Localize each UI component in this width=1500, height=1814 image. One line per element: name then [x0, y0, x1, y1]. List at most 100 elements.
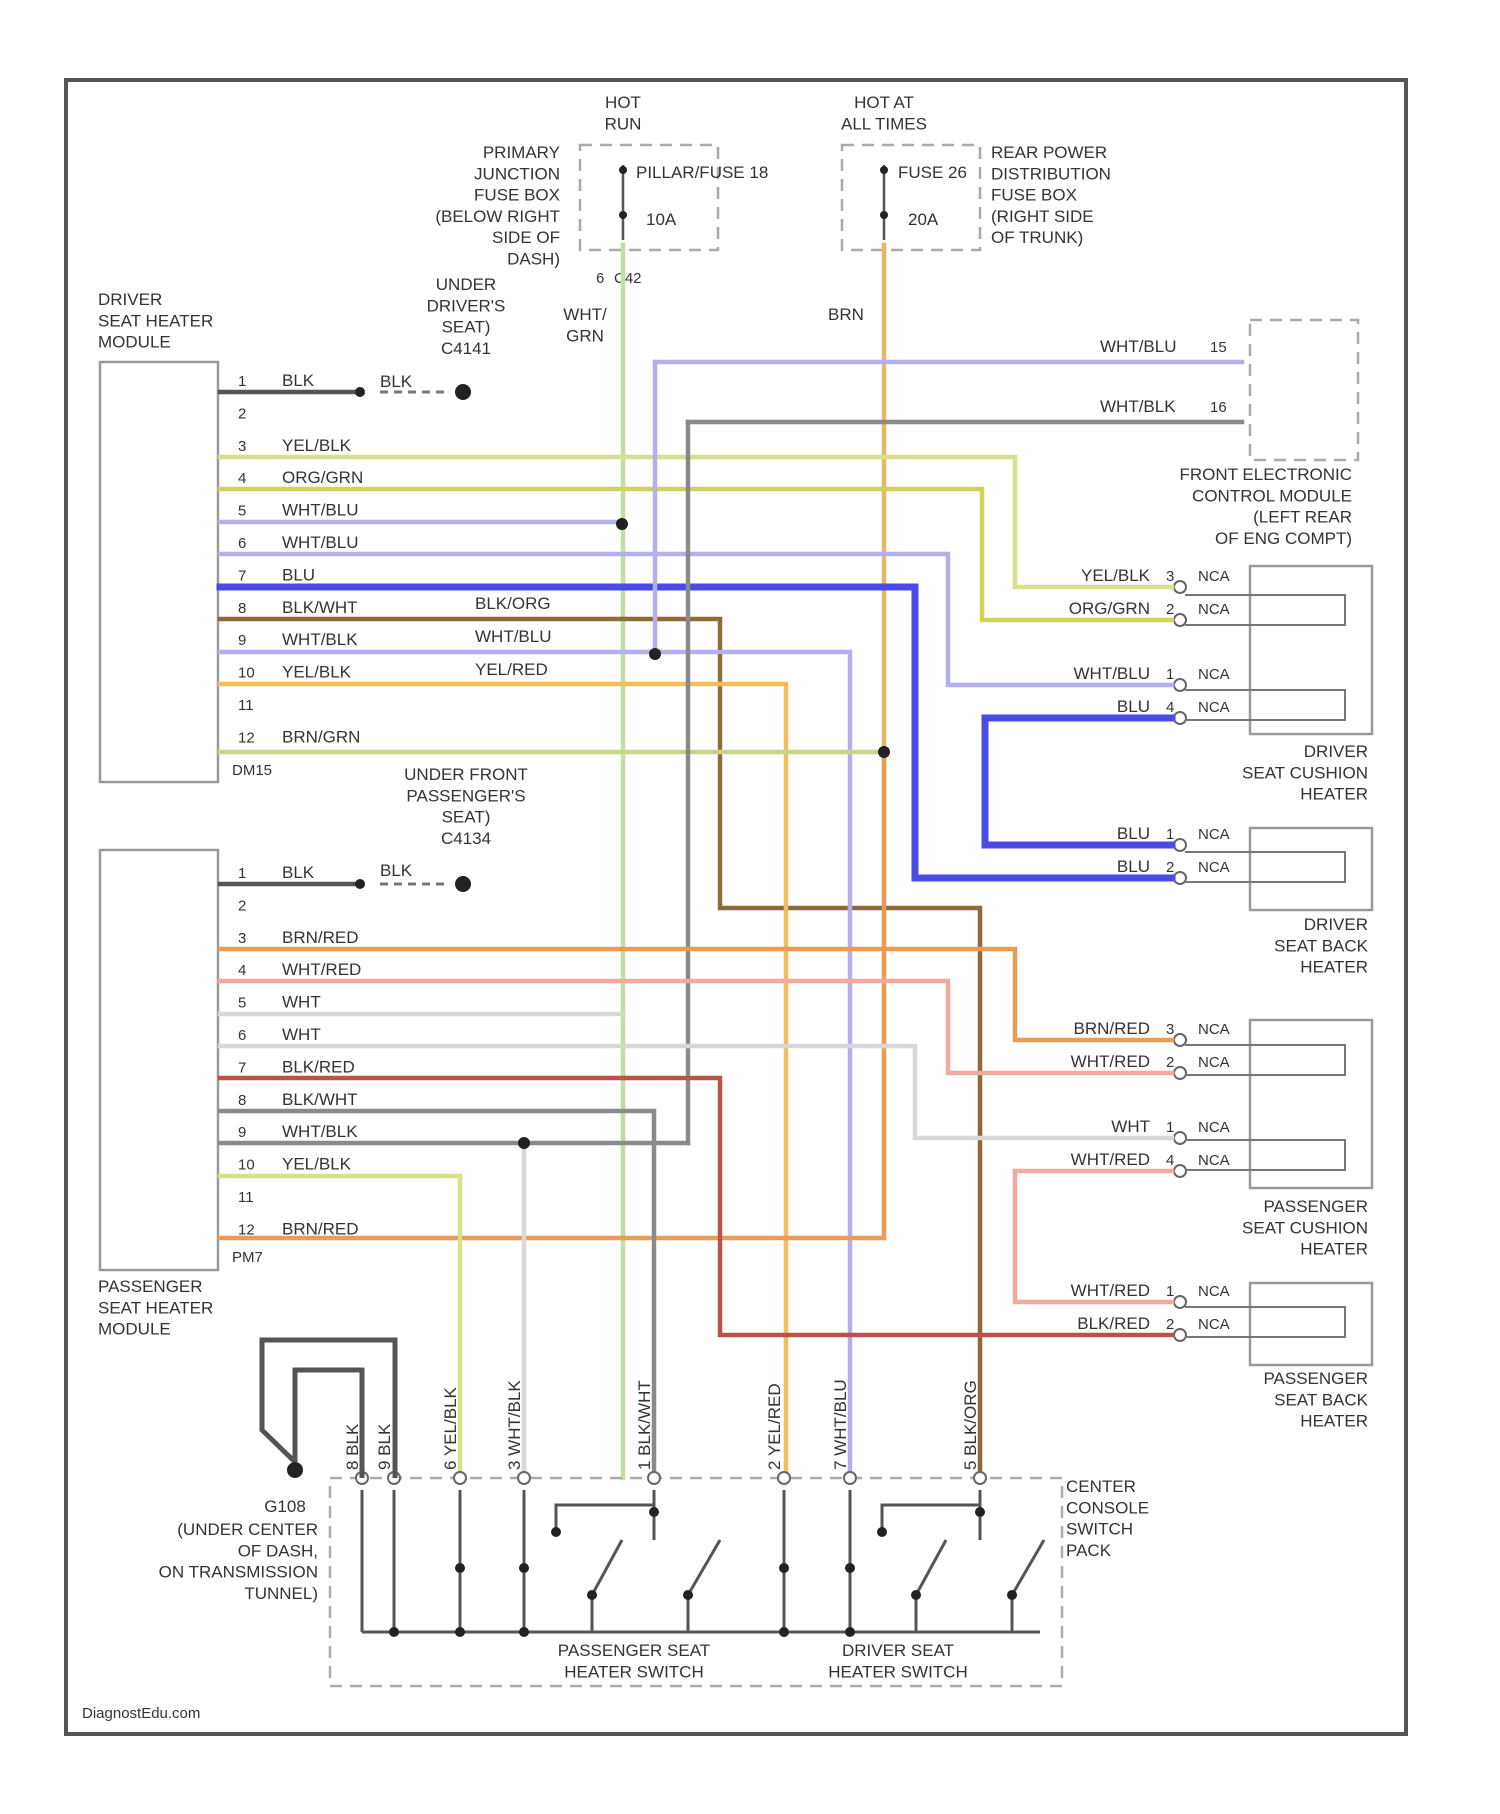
- driver-ground-splice: [355, 387, 365, 397]
- driver-back-row-1-pin: 2: [1166, 859, 1174, 876]
- driver-cushion-row-1-wire: ORG/GRN: [1069, 599, 1150, 618]
- switch-pin-7-terminal: [974, 1472, 986, 1484]
- switch-pin-3-terminal: [518, 1472, 530, 1484]
- driver-seat-heater-switch-label: DRIVER SEATHEATER SWITCH: [828, 1641, 967, 1681]
- driver-pin-6: 6: [238, 535, 246, 552]
- driver-module-connector: DM15: [232, 762, 272, 779]
- switch-pin-7-label: 5 BLK/ORG: [961, 1380, 980, 1470]
- passenger-pin-9-wire: WHT/BLK: [282, 1122, 358, 1141]
- driver-back-heater-title: DRIVERSEAT BACKHEATER: [1274, 915, 1369, 977]
- driver-back-row-0-wire: BLU: [1117, 824, 1150, 843]
- passenger-back-row-1-terminal: [1174, 1329, 1186, 1341]
- passenger-pin-6: 6: [238, 1027, 246, 1044]
- passenger-cushion-row-0-pin: 3: [1166, 1021, 1174, 1038]
- driver-cushion-row-1-conn: NCA: [1198, 601, 1230, 618]
- driver-cushion-row-2-pin: 1: [1166, 666, 1174, 683]
- switch-pack-pin-labels: 8 BLK9 BLK6 YEL/BLK3 WHT/BLK1 BLK/WHT2 Y…: [343, 1379, 986, 1484]
- passenger-cushion-row-3-conn: NCA: [1198, 1152, 1230, 1169]
- driver-ground-icon: [455, 384, 471, 400]
- passenger-back-row-0-terminal: [1174, 1296, 1186, 1308]
- primary-junction-label: PRIMARYJUNCTIONFUSE BOX(BELOW RIGHTSIDE …: [435, 143, 560, 268]
- driver-pin-12: 12: [238, 729, 255, 746]
- driver-pin-10-wire: YEL/BLK: [282, 663, 352, 682]
- passenger-back-row-0-conn: NCA: [1198, 1283, 1230, 1300]
- g108-label: G108: [264, 1497, 306, 1516]
- rear-fuse-box: [842, 145, 980, 250]
- blk-org-wire-label: BLK/ORG: [475, 594, 551, 613]
- passenger-pin-7-wire: BLK/RED: [282, 1057, 355, 1076]
- driver-pin-8-wire: BLK/WHT: [282, 598, 358, 617]
- passenger-back-row-1-wire: BLK/RED: [1077, 1314, 1150, 1333]
- driver-cushion-row-2-wire: WHT/BLU: [1074, 664, 1151, 683]
- connector-c42-label: C42: [614, 270, 642, 287]
- passenger-pin-8-wire: BLK/WHT: [282, 1090, 358, 1109]
- driver-cushion-row-0-wire: YEL/BLK: [1081, 566, 1151, 585]
- driver-back-row-1-wire: BLU: [1117, 857, 1150, 876]
- passenger-cushion-row-0-wire: BRN/RED: [1073, 1019, 1150, 1038]
- wire-driver-pin7-blu: [220, 587, 1172, 878]
- connector-pin-label: 6: [596, 270, 604, 287]
- driver-back-row-1-conn: NCA: [1198, 859, 1230, 876]
- driver-cushion-row-0-conn: NCA: [1198, 568, 1230, 585]
- passenger-ground-wire-label: BLK: [380, 861, 413, 880]
- driver-pin-12-wire: BRN/GRN: [282, 727, 360, 746]
- front-electronic-control-module-box: [1250, 320, 1358, 460]
- passenger-back-row-1-conn: NCA: [1198, 1316, 1230, 1333]
- passenger-pin-10: 10: [238, 1157, 255, 1174]
- fecm-title: FRONT ELECTRONICCONTROL MODULE(LEFT REAR…: [1179, 465, 1352, 548]
- passenger-cushion-row-1-terminal: [1174, 1067, 1186, 1079]
- passenger-pin-11: 11: [238, 1189, 254, 1206]
- passenger-pin-5-wire: WHT: [282, 993, 321, 1012]
- passenger-cushion-row-1-conn: NCA: [1198, 1054, 1230, 1071]
- passenger-module-pins: 1BLK23BRN/RED4WHT/RED5WHT6WHT7BLK/RED8BL…: [238, 863, 361, 1238]
- fuse-26-label: FUSE 26: [898, 163, 967, 182]
- passenger-ground-icon: [455, 876, 471, 892]
- switch-pin-4-label: 1 BLK/WHT: [635, 1380, 654, 1470]
- driver-seat-heater-module-box: [100, 362, 218, 782]
- driver-pin-1: 1: [238, 373, 246, 390]
- switch-pin-0-label: 8 BLK: [343, 1423, 362, 1470]
- driver-pin-3-wire: YEL/BLK: [282, 436, 352, 455]
- driver-pin-2: 2: [238, 405, 246, 422]
- passenger-cushion-row-2-conn: NCA: [1198, 1119, 1230, 1136]
- driver-cushion-row-1-terminal: [1174, 614, 1186, 626]
- driver-cushion-row-3-conn: NCA: [1198, 699, 1230, 716]
- passenger-cushion-row-3-pin: 4: [1166, 1152, 1174, 1169]
- switch-pin-5-terminal: [778, 1472, 790, 1484]
- driver-pin-9: 9: [238, 632, 246, 649]
- passenger-pin-3: 3: [238, 930, 246, 947]
- passenger-pin-9: 9: [238, 1124, 246, 1141]
- passenger-pin-4-wire: WHT/RED: [282, 960, 361, 979]
- brn-wire-label: BRN: [828, 305, 864, 324]
- passenger-ground-splice: [355, 879, 365, 889]
- fecm-pin-16: 16: [1210, 399, 1227, 416]
- switch-pin-1-label: 9 BLK: [375, 1423, 394, 1470]
- fecm-wire-1-label: WHT/BLU: [1100, 337, 1177, 356]
- fuse-10a-bottom-terminal: [619, 211, 627, 219]
- passenger-cushion-row-3-terminal: [1174, 1165, 1186, 1177]
- driver-seat-back-heater-box: [1250, 828, 1372, 910]
- driver-cushion-row-0-terminal: [1174, 581, 1186, 593]
- passenger-cushion-row-0-conn: NCA: [1198, 1021, 1230, 1038]
- footer-watermark: DiagnostEdu.com: [82, 1705, 200, 1722]
- fecm-wire-2-label: WHT/BLK: [1100, 397, 1176, 416]
- passenger-back-row-0-pin: 1: [1166, 1283, 1174, 1300]
- passenger-pin-3-wire: BRN/RED: [282, 928, 359, 947]
- switch-pin-5-label: 2 YEL/RED: [765, 1383, 784, 1470]
- wire-passenger-pin3-brn-red: [220, 949, 1172, 1040]
- driver-pin-7-wire: BLU: [282, 565, 315, 584]
- hot-run-label: HOTRUN: [605, 93, 642, 133]
- passenger-seat-back-heater-box: [1250, 1283, 1372, 1365]
- driver-cushion-row-3-wire: BLU: [1117, 697, 1150, 716]
- passenger-cushion-row-1-wire: WHT/RED: [1071, 1052, 1150, 1071]
- wht-blu-mid-wire-label: WHT/BLU: [475, 627, 552, 646]
- driver-cushion-row-2-conn: NCA: [1198, 666, 1230, 683]
- driver-seat-ground-location: UNDERDRIVER'SSEAT)C4141: [427, 275, 506, 358]
- driver-cushion-row-3-pin: 4: [1166, 699, 1174, 716]
